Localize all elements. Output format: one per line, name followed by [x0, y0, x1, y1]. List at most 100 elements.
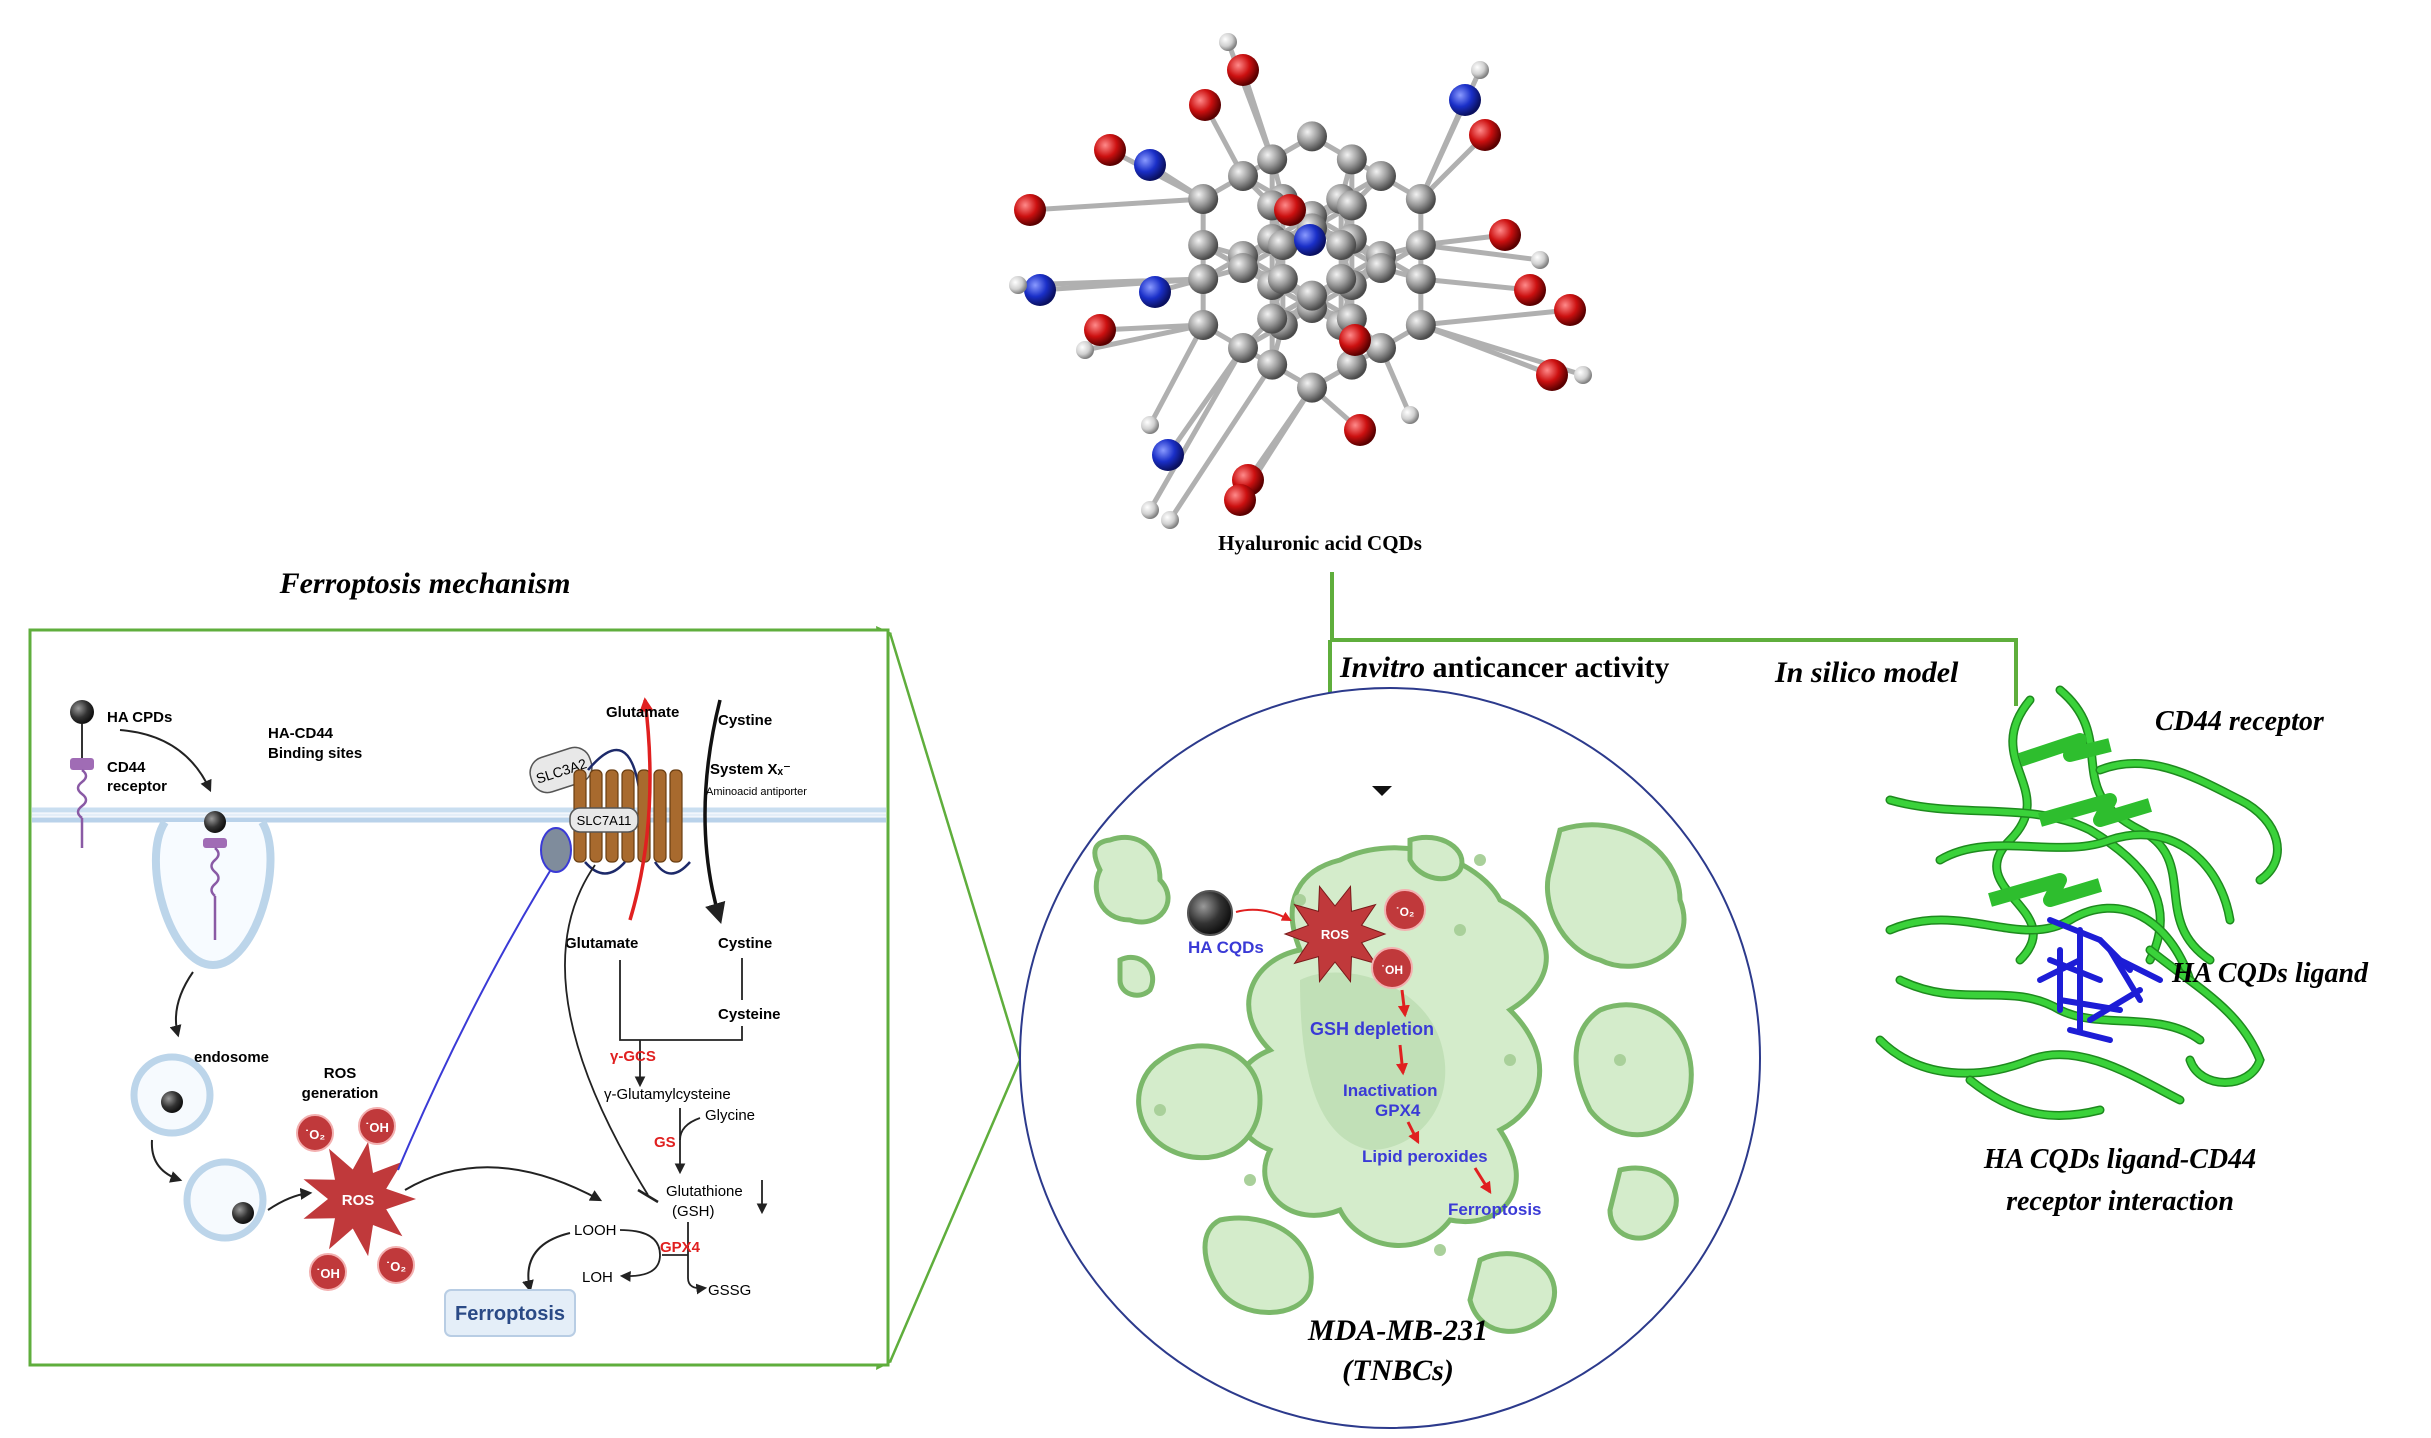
label-tnbc: (TNBCs): [1342, 1354, 1454, 1387]
beta-sheet: [2038, 793, 2153, 827]
nitrogen-atom: [1024, 274, 1056, 306]
carbon-atom: [1336, 190, 1367, 221]
oxygen-atom: [1014, 194, 1046, 226]
slc3a2-anchor: [540, 827, 572, 873]
carbon-atom: [1257, 349, 1288, 380]
hydrogen-atom: [1141, 501, 1159, 519]
superoxide-icon-cell: [1384, 889, 1426, 931]
protein-ribbon: [1877, 1037, 2183, 1103]
label-glutamate-out: Glutamate: [606, 704, 679, 721]
carbon-atom: [1336, 349, 1367, 380]
nitrogen-atom: [1294, 224, 1326, 256]
carbon-atom: [1336, 144, 1367, 175]
arrow-to-vesicle: [150, 1139, 183, 1183]
helix-segment: [653, 769, 667, 863]
svg-text:˙O₂: ˙O₂: [1396, 905, 1415, 919]
label-ha-cpds: HA CPDs: [107, 709, 172, 726]
carbon-atom: [1188, 264, 1219, 295]
label-interaction-1: HA CQDs ligand-CD44: [1983, 1144, 2256, 1175]
label-ferroptosis-cell: Ferroptosis: [1448, 1200, 1542, 1219]
protein-ribbon: [1887, 797, 2164, 963]
carbon-atom: [1297, 280, 1327, 311]
protein-ribbon: [1993, 697, 2037, 963]
protein-ribbon: [2097, 760, 2281, 883]
label-cell-line: MDA-MB-231: [1307, 1314, 1488, 1347]
protein-ribbon-shadow: [1895, 975, 2205, 1045]
label-ros-cell: ROS: [1321, 927, 1350, 942]
molecule-caption: Hyaluronic acid CQDs: [1218, 531, 1422, 555]
arrow-to-ros: [267, 1187, 313, 1211]
label-gpx4: GPX4: [660, 1239, 701, 1256]
ferroptosis-panel-title: Ferroptosis mechanism: [279, 567, 571, 600]
cell-organelle-blob: [1117, 954, 1156, 998]
vesicle-dot: [1294, 894, 1306, 906]
label-lipid-peroxides: Lipid peroxides: [1362, 1147, 1488, 1166]
label-antiporter: Aminoacid antiporter: [706, 786, 807, 798]
ferroptosis-outcome-box: [444, 1289, 576, 1337]
hydrogen-atom: [1574, 366, 1592, 384]
carbon-atom: [1228, 333, 1258, 364]
oxygen-atom: [1084, 314, 1116, 346]
oxygen-atom: [1224, 484, 1256, 516]
label-gsh: (GSH): [672, 1203, 715, 1220]
label-glutathione: Glutathione: [666, 1183, 743, 1200]
label-slc7a11: SLC7A11: [577, 813, 632, 828]
label-ros-generation-2: generation: [302, 1085, 379, 1102]
carbon-atom: [1267, 229, 1298, 260]
label-cystine-in: Cystine: [718, 935, 772, 952]
bound-ha-cpd: [204, 811, 226, 833]
label-gsh-depletion: GSH depletion: [1310, 1019, 1434, 1039]
label-cd44-receptor-structure: CD44 receptor: [2155, 706, 2325, 737]
arrow-to-ferroptosis: [522, 1232, 571, 1293]
carbon-atom: [1228, 252, 1258, 283]
label-ha-cqd-ligand: HA CQDs ligand: [2171, 958, 2369, 989]
carbon-atom: [1366, 160, 1396, 191]
label-ros-generation-1: ROS: [324, 1065, 357, 1082]
svg-text:˙OH: ˙OH: [365, 1120, 389, 1135]
protein-ribbon: [1967, 1077, 2103, 1119]
gsh-to-gssg-arrow: [687, 1222, 708, 1295]
hydroxyl-icon-cell: [1371, 947, 1413, 989]
ligand-bond: [2067, 1027, 2113, 1043]
hydroxyl-radical-icon-2: [309, 1253, 347, 1291]
cystine-import-arrow: [703, 699, 726, 925]
vesicle-dot: [1474, 854, 1486, 866]
carbon-atom: [1188, 310, 1219, 341]
arrow-binding: [119, 729, 212, 793]
label-endosome: endosome: [194, 1049, 269, 1066]
carbon-atom: [1326, 264, 1357, 295]
slc7a11-subunit: [569, 807, 639, 833]
oxygen-atom: [1514, 274, 1546, 306]
label-gamma-glutamylcysteine: γ-Glutamylcysteine: [604, 1086, 731, 1103]
carbon-atom: [1188, 183, 1219, 214]
carbon-atom: [1257, 144, 1288, 175]
oxygen-atom: [1094, 134, 1126, 166]
ligand-bond: [2047, 917, 2103, 943]
oxygen-atom: [1489, 219, 1521, 251]
ha-cqd-ligand-sticks: [2037, 917, 2163, 1043]
protein-ribbon: [2147, 947, 2264, 1086]
hydrogen-atom: [1531, 251, 1549, 269]
ros-inhibition-line: [397, 857, 559, 1171]
label-looh: LOOH: [574, 1222, 617, 1239]
cell-organelle-blob: [1136, 1043, 1263, 1161]
label-gs: GS: [654, 1134, 676, 1151]
label-gamma-gcs: γ-GCS: [610, 1048, 656, 1065]
vesicle-dot: [1454, 924, 1466, 936]
ha-cpd-particle-icon: [70, 700, 94, 724]
carbon-atom: [1366, 252, 1396, 283]
label-gpx4-cell: GPX4: [1375, 1101, 1421, 1120]
label-gssg: GSSG: [708, 1282, 751, 1299]
protein-ribbon: [2057, 687, 2213, 963]
arrow-cqd-to-ros: [1235, 908, 1292, 921]
oxygen-atom: [1469, 119, 1501, 151]
hydrogen-atom: [1161, 511, 1179, 529]
carbon-atom: [1297, 372, 1327, 403]
label-ferroptosis-outcome: Ferroptosis: [455, 1303, 565, 1325]
cell-organelle-blob: [1573, 1002, 1694, 1138]
hydrogen-atom: [1076, 341, 1094, 359]
oxygen-atom: [1554, 294, 1586, 326]
branch-label-invitro: Invitro anticancer activity: [1339, 651, 1669, 684]
carbon-atom: [1405, 264, 1436, 295]
ros-burst-icon-cell: [1283, 885, 1387, 983]
